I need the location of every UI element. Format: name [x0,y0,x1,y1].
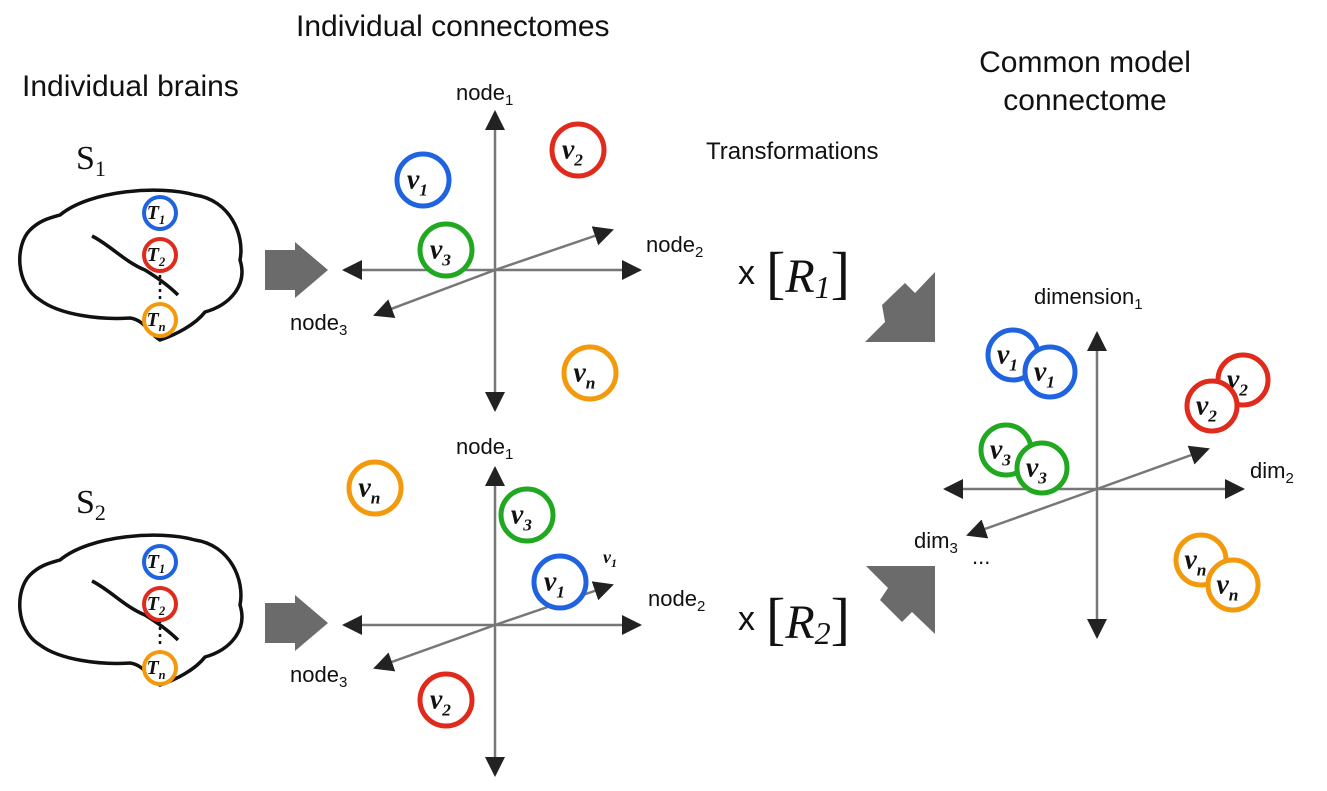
brain-1-region-2-label: T2 [147,244,165,269]
s1-vector-4-label: vn [573,357,595,392]
subject-1-name: S [76,140,95,177]
s2-axis-node1-label: node1 [456,434,514,463]
s2-vector-3: v1 [531,553,589,611]
s2-vector-4: v2 [417,671,475,729]
subject-2-name: S [76,484,95,521]
s2-axis-node2-label: node2 [648,586,706,615]
brain-1-region-2: T2 [142,237,178,273]
common-vector-4-a-label: vn [1184,544,1206,579]
s2-axis-node3-label: node3 [290,662,348,691]
s1-axis-node2-label: node2 [646,232,704,261]
subject-2-title: S2 [76,484,106,526]
common-axis-dim2-label: dim2 [1250,458,1294,487]
subject-2-index: 2 [94,500,106,525]
common-vector-2-b: v2 [1184,378,1240,434]
transform-1-matrix: [R1] [766,240,850,305]
individual-connectomes-heading: Individual connectomes [296,10,610,43]
s2-axes [342,466,642,777]
common-model-heading-line-1: Common model [979,46,1191,79]
common-vector-1-a-label: v1 [997,339,1018,374]
common-vector-4-b: vn [1205,557,1261,613]
brain-1-region-3-label: Tn [146,309,165,334]
common-vector-4-a: vn [1173,532,1229,588]
common-vector-1-b: v1 [1022,344,1078,400]
s2-vector-4-label: v2 [430,684,451,719]
s1-vector-3-label: v3 [430,234,451,269]
s2-vector-1: vn [346,459,404,517]
subject-1-title: S1 [76,140,106,182]
subject-1-index: 1 [94,156,106,181]
common-axis-dim3-label: dim3 [914,528,958,557]
s1-vector-1-label: v1 [407,164,428,199]
transform-2-times: x [738,600,755,638]
common-vector-1-b-label: v1 [1034,356,1055,391]
s1-vector-4: vn [561,344,619,402]
brain-2-region-3: Tn [142,650,178,686]
s1-axes [342,110,642,412]
s1-axis-node3-label: node3 [290,310,348,339]
s1-vector-3: v3 [417,221,475,279]
brain-2-region-2-label: T2 [147,593,165,618]
common-vector-2-b-label: v2 [1196,390,1217,425]
transform-2-arrow [866,566,935,634]
s2-vector-2-label: v3 [511,499,532,534]
brain-2-region-1: T1 [142,544,178,580]
brain-1-region-1: T1 [142,195,178,231]
s1-axis-node1-label: node1 [456,80,514,109]
common-model-heading-line-2: connectome [1003,84,1167,117]
common-axis-ellipsis: ... [972,544,991,569]
common-vector-2-a-label: v2 [1227,364,1248,399]
s2-arrow-tip-label: v1 [603,547,617,570]
common-vector-1-a: v1 [985,327,1041,383]
brain-1-outline [18,188,244,342]
common-vector-3-a-label: v3 [990,434,1011,469]
brain-1-region-3: Tn [142,302,178,338]
brain-2-region-1-label: T1 [147,551,165,576]
common-vector-2-a: v2 [1215,352,1271,408]
s1-vector-2: v2 [549,121,607,179]
brain-2-to-connectome-arrow [265,595,328,651]
individual-brains-heading: Individual brains [22,70,239,103]
transform-1-times: x [738,254,755,292]
s1-vector-1: v1 [394,151,452,209]
s2-vector-2: v3 [498,486,556,544]
common-vector-3-b: v3 [1014,440,1070,496]
transform-2-matrix: [R2] [766,586,850,651]
common-model-heading: Common model connectome [920,44,1250,120]
brain-2-outline [18,533,244,687]
brain-2-region-3-label: Tn [146,657,165,682]
brain-1-region-1-label: T1 [147,202,165,227]
s2-vector-1-label: vn [358,472,380,507]
transform-1-arrow [865,272,935,342]
brain-1-to-connectome-arrow [265,242,328,298]
transformations-heading: Transformations [706,138,879,165]
common-vector-4-b-label: vn [1216,569,1238,604]
common-vector-3-b-label: v3 [1026,452,1047,487]
common-axis-dimension1-label: dimension1 [1034,284,1143,313]
common-vector-3-a: v3 [978,422,1034,478]
s1-vector-2-label: v2 [562,134,583,169]
s2-vector-3-label: v1 [544,566,565,601]
brain-2-region-2: T2 [142,586,178,622]
common-axes [943,331,1245,639]
